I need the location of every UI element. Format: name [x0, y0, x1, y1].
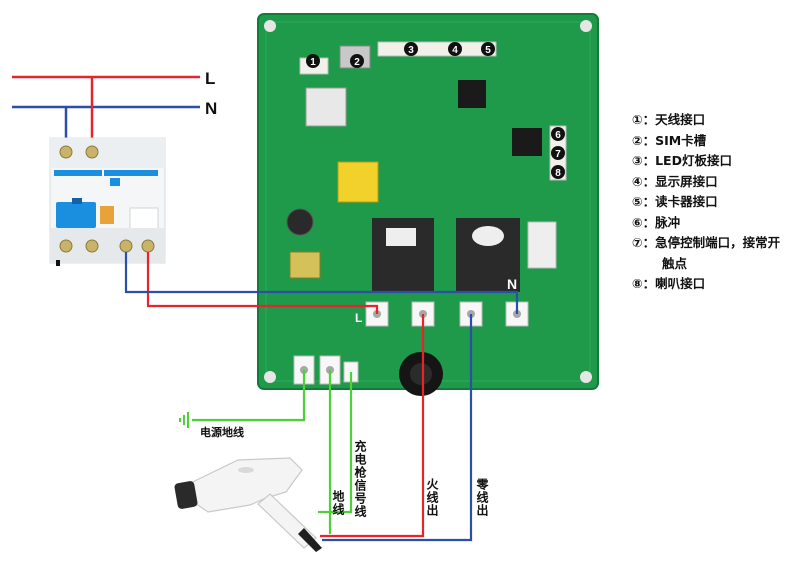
svg-text:4: 4: [452, 45, 458, 56]
board-terminal-label-l: L: [355, 311, 362, 325]
capacitor: [286, 208, 314, 236]
breaker-terminal-bottom-l: [141, 239, 155, 253]
wire-cp-signal: [318, 372, 353, 514]
control-board: [257, 13, 599, 396]
circuit-breaker: [49, 137, 166, 266]
svg-text:8: 8: [555, 168, 561, 179]
marker-8: 8: [551, 165, 565, 179]
led-board-header: [377, 41, 497, 57]
breaker-terminal-bottom-n: [119, 239, 133, 253]
board-terminal-label-n: N: [507, 276, 517, 292]
wire-neutral-in: [124, 252, 519, 314]
svg-text:1: 1: [310, 57, 316, 68]
supply-label-l: L: [205, 69, 215, 88]
supply-label-n: N: [205, 99, 217, 118]
label-neutral-out: 零线出: [475, 478, 489, 517]
legend-item-3: ③：LED灯板接口: [632, 153, 732, 168]
legend: ①：天线接口 ②：SIM卡槽 ③：LED灯板接口 ④：显示屏接口 ⑤：读卡器接口…: [632, 110, 798, 295]
breaker-terminal-top-l: [85, 145, 99, 159]
legend-item-2: ②：SIM卡槽: [632, 132, 707, 148]
svg-text:5: 5: [485, 45, 491, 56]
legend-item-8: ⑧：喇叭接口: [632, 276, 706, 291]
ground-symbol-icon: [179, 412, 189, 428]
marker-1: 1: [306, 54, 320, 68]
marker-4: 4: [448, 42, 462, 56]
label-ground-wire: 地线: [331, 490, 345, 516]
wire-live-in: [146, 252, 379, 314]
legend-item-4: ④：显示屏接口: [632, 173, 718, 189]
svg-text:6: 6: [555, 130, 561, 141]
marker-6: 6: [551, 127, 565, 141]
breaker-toggle: [56, 202, 96, 228]
wire-power-ground: [192, 370, 306, 422]
label-live-out: 火线出: [425, 478, 439, 517]
label-power-ground: 电源地线: [200, 426, 244, 439]
legend-item-6: ⑥：脉冲: [632, 214, 681, 230]
svg-text:2: 2: [354, 57, 360, 68]
svg-text:3: 3: [408, 45, 414, 56]
marker-3: 3: [404, 42, 418, 56]
legend-item-7: ⑦：急停控制端口，接常开触点: [632, 235, 781, 271]
marker-2: 2: [350, 54, 364, 68]
antenna-module: [305, 87, 347, 127]
marker-7: 7: [551, 146, 565, 160]
breaker-terminal-top-n: [59, 145, 73, 159]
wire-neutral-out: [322, 314, 473, 542]
charging-gun: [174, 457, 322, 552]
legend-item-5: ⑤：读卡器接口: [632, 194, 718, 209]
mcu-chip: [458, 80, 486, 108]
marker-5: 5: [481, 42, 495, 56]
label-cp-signal: 充电枪信号线: [353, 440, 367, 518]
wire-live-out: [320, 314, 425, 538]
legend-item-1: ①：天线接口: [632, 112, 706, 127]
svg-text:7: 7: [555, 149, 561, 160]
transformer: [337, 161, 379, 203]
